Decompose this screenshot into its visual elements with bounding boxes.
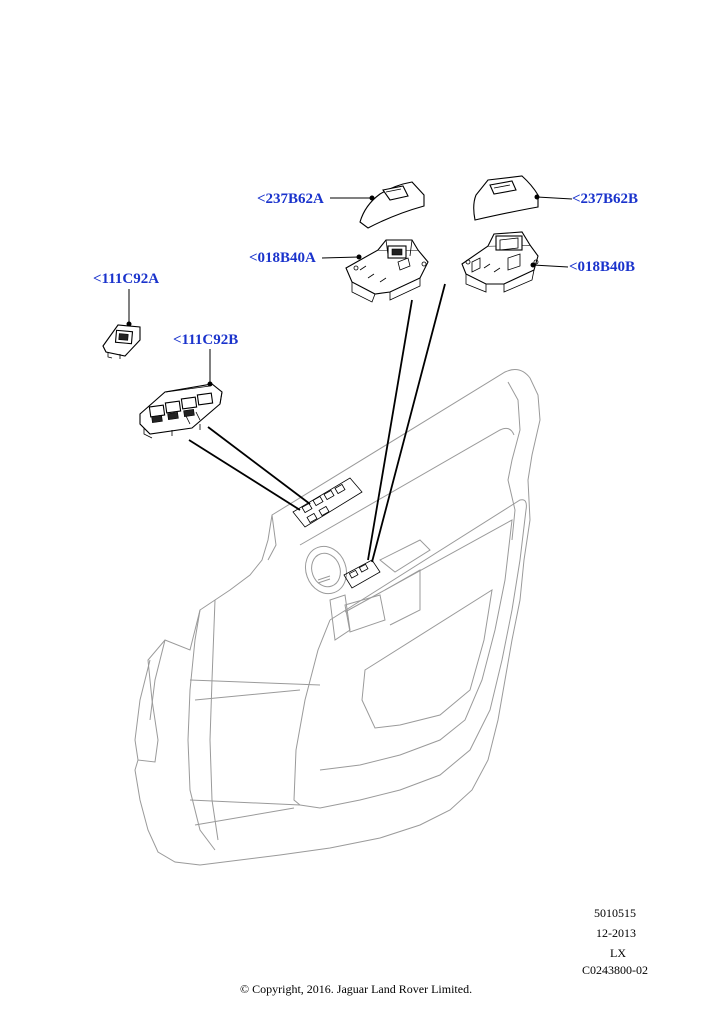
- callout-018B40A[interactable]: <018B40A: [249, 250, 316, 266]
- callout-leaders: [126, 194, 573, 387]
- meta-code: 5010515: [594, 906, 636, 920]
- callout-111C92B[interactable]: <111C92B: [173, 332, 239, 348]
- meta-model: LX: [610, 946, 626, 960]
- part-018B40B-switch-housing: [461, 231, 539, 293]
- part-111C92B-master-switch: [139, 383, 223, 439]
- door-mounted-master-switch: [292, 477, 363, 528]
- door-trim-panel: [134, 369, 541, 866]
- callout-237B62B[interactable]: <237B62B: [572, 191, 639, 207]
- callout-111C92A[interactable]: <111C92A: [93, 271, 160, 287]
- part-018B40A-switch-housing: [345, 239, 429, 303]
- pointer-lines: [188, 283, 446, 563]
- meta-illustration-id: C0243800-02: [582, 963, 648, 977]
- door-mounted-window-switch: [343, 559, 381, 589]
- callout-018B40B[interactable]: <018B40B: [569, 259, 636, 275]
- copyright-text: © Copyright, 2016. Jaguar Land Rover Lim…: [240, 982, 473, 996]
- callout-237B62A[interactable]: <237B62A: [257, 191, 324, 207]
- part-237B62B-bezel: [473, 175, 539, 221]
- part-111C92A-window-switch: [102, 324, 141, 359]
- part-237B62A-bezel: [359, 181, 425, 229]
- meta-date: 12-2013: [596, 926, 636, 940]
